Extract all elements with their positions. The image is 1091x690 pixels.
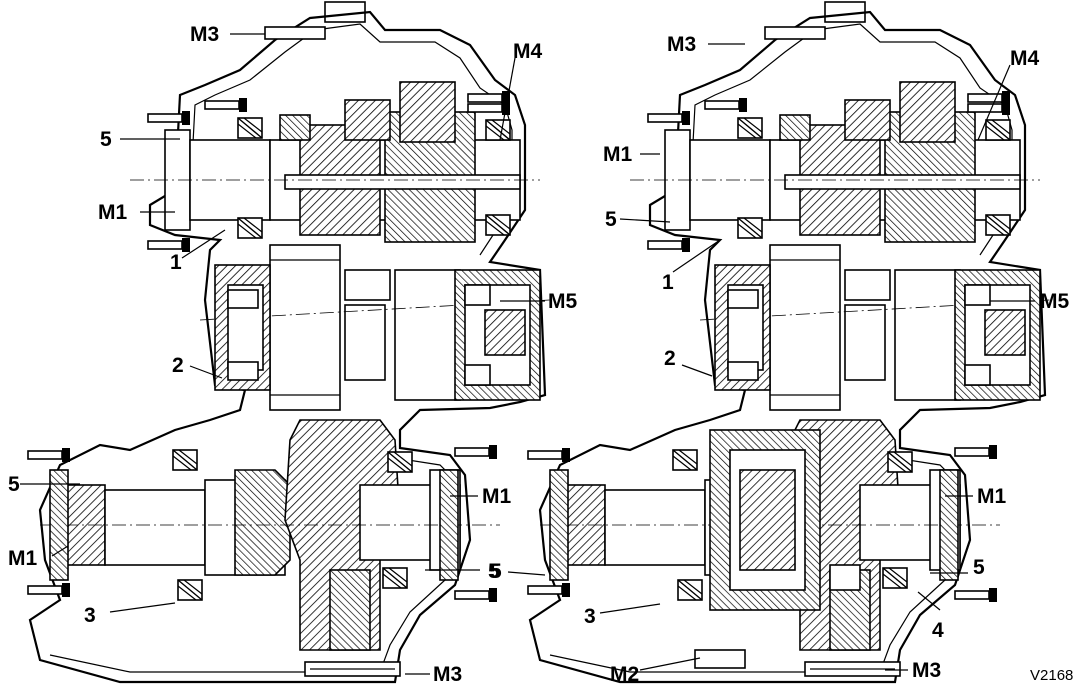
callout-5: 5 bbox=[605, 208, 617, 231]
callout-5: 5 bbox=[488, 560, 500, 583]
callout-m3: M3 bbox=[433, 663, 462, 686]
callout-1: 1 bbox=[170, 251, 182, 274]
callout-1: 1 bbox=[662, 271, 674, 294]
callout-m1: M1 bbox=[98, 201, 127, 224]
callout-m1: M1 bbox=[603, 143, 632, 166]
callout-m4: M4 bbox=[1010, 47, 1039, 70]
callout-m3: M3 bbox=[190, 23, 219, 46]
callout-m1: M1 bbox=[977, 485, 1006, 508]
callout-m3: M3 bbox=[667, 33, 696, 56]
callout-4: 4 bbox=[932, 619, 944, 642]
left-transfer-case bbox=[28, 2, 550, 682]
figure-code: V2168 bbox=[1030, 667, 1073, 684]
callout-m5: M5 bbox=[1040, 290, 1069, 313]
callout-m1: M1 bbox=[8, 547, 37, 570]
callout-5: 5 bbox=[973, 556, 985, 579]
callout-2: 2 bbox=[664, 347, 676, 370]
callout-m1: M1 bbox=[482, 485, 511, 508]
right-callouts: M3 M4 M1 5 1 M5 2 M1 5 5 3 4 M2 M3 V2168 bbox=[490, 33, 1073, 686]
right-transfer-case bbox=[528, 2, 1050, 682]
callout-3: 3 bbox=[584, 605, 596, 628]
callout-5: 5 bbox=[490, 560, 502, 583]
callout-m5: M5 bbox=[548, 290, 577, 313]
callout-m4: M4 bbox=[513, 40, 542, 63]
callout-m2: M2 bbox=[610, 663, 639, 686]
left-callouts: M3 M4 5 M1 1 M5 2 5 M1 M1 5 3 M3 bbox=[8, 23, 577, 686]
callout-5: 5 bbox=[8, 473, 20, 496]
callout-5: 5 bbox=[100, 128, 112, 151]
callout-m3: M3 bbox=[912, 659, 941, 682]
callout-2: 2 bbox=[172, 354, 184, 377]
callout-3: 3 bbox=[84, 604, 96, 627]
